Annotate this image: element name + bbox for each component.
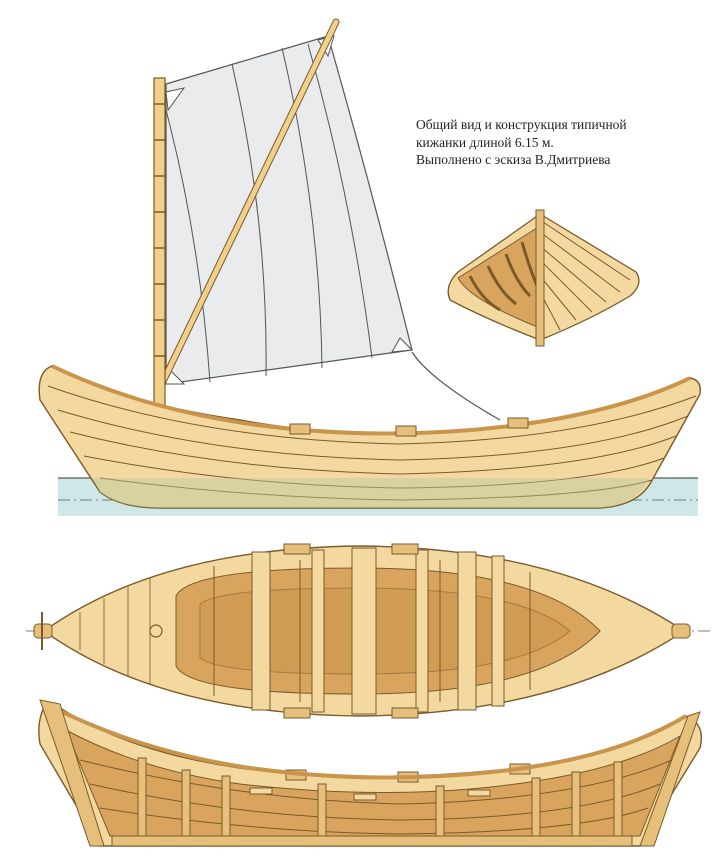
plan-thwarts [251,547,505,715]
cutaway-thwart-knees [249,787,491,801]
sail-seam-3 [281,47,323,369]
plan-stem-head-bow [33,612,53,650]
cutaway-interior [64,728,682,837]
gunwale [51,364,691,436]
plan-frames [213,560,531,702]
cutaway-stem-stern [639,711,701,847]
side-view-with-sail [38,18,701,516]
sail-seam-4 [307,43,373,359]
sail-seam-1 [165,109,211,383]
plan-oarlocks [283,543,419,719]
mast [153,77,166,421]
plan-bow-planks [79,578,151,684]
submerged-hull-tint [92,478,650,508]
sail-corner-patch-tack [165,87,186,112]
figure-caption: Общий вид и конструкция типичной кижанки… [416,116,716,169]
mast-step-hole [149,624,163,638]
sail [165,35,413,385]
hull-section-view [447,209,640,347]
caption-line-1: Общий вид и конструкция типичной [416,117,627,132]
sprit-pole-fill [155,19,339,395]
cutaway-side-view [38,699,703,847]
cutaway-keel [111,835,633,847]
plan-floorboard [199,587,571,675]
sail-corner-patch-clew [391,337,414,353]
sheet-rope [411,351,501,421]
top-plan-view [26,543,710,719]
caption-line-3: Выполнено с эскиза В.Дмитриева [416,152,611,167]
section-interior [457,225,541,329]
thole-pins [289,417,529,437]
sail-seam-2 [231,63,267,377]
cutaway-gunwale [45,702,688,780]
section-stem [535,209,545,347]
caption-line-2: кижанки длиной 6.15 м. [416,134,554,150]
cutaway-stem-bow [39,699,105,847]
plan-stem-head-stern [671,623,691,639]
mast-lashings [154,103,165,357]
hull-planks [47,385,697,501]
